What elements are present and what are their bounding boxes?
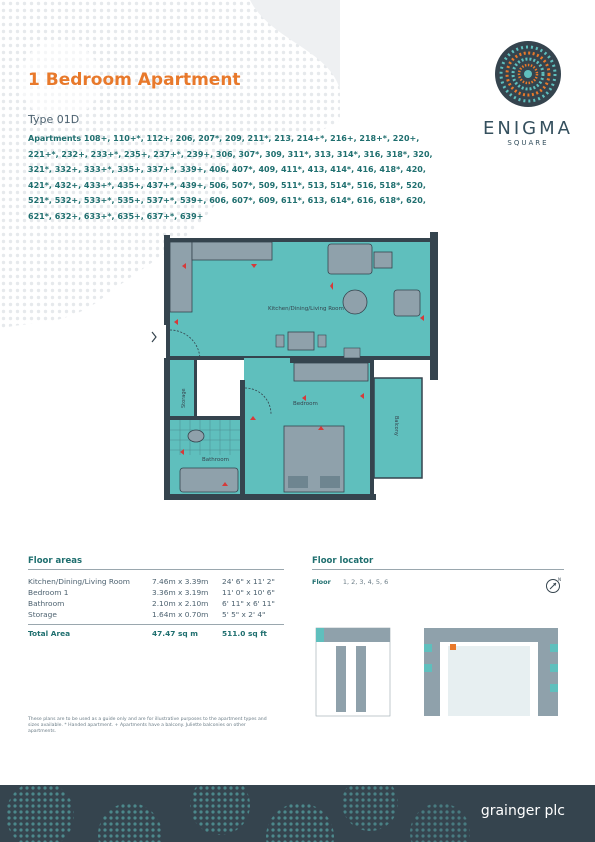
logo-sub: SQUARE [507,139,549,147]
logo-word: ENIGMA [483,118,573,139]
page-title: 1 Bedroom Apartment [28,70,241,90]
room-label-balcony: Balcony [393,416,399,436]
floor-locator-title: Floor locator [312,556,374,566]
floor-locator-map [312,624,564,720]
floor-areas-divider [28,569,284,570]
floor-locator-divider [312,569,564,570]
room-label-bathroom: Bathroom [202,457,229,463]
floor-label: Floor [312,578,331,586]
compass-icon: N [546,577,561,593]
footer-bar: grainger plc [0,785,595,842]
floor-numbers: 1, 2, 3, 4, 5, 6 [342,578,389,586]
floor-list: Floor 1, 2, 3, 4, 5, 6 [312,578,388,586]
background-pattern [0,0,340,330]
room-label-storage: Storage [181,388,187,408]
logo-icon [495,41,561,107]
svg-text:N: N [558,577,561,582]
room-label-bedroom: Bedroom [293,401,318,407]
entrance-chevron-icon [151,331,157,343]
enigma-logo: ENIGMA SQUARE [478,40,578,147]
disclaimer-text: These plans are to be used as a guide on… [28,717,267,734]
footer-brand: grainger plc [480,803,565,819]
apartment-type: Type 01D [28,113,80,126]
footer-pattern [6,785,470,842]
apartment-list: Apartments 108+, 110+*, 112+, 206, 207*,… [28,134,433,221]
floor-areas-title: Floor areas [28,556,83,566]
floor-plan: Kitchen/Dining/Living Room Bedroom Bathr… [151,232,438,500]
room-label-living: Kitchen/Dining/Living Room [268,306,344,312]
